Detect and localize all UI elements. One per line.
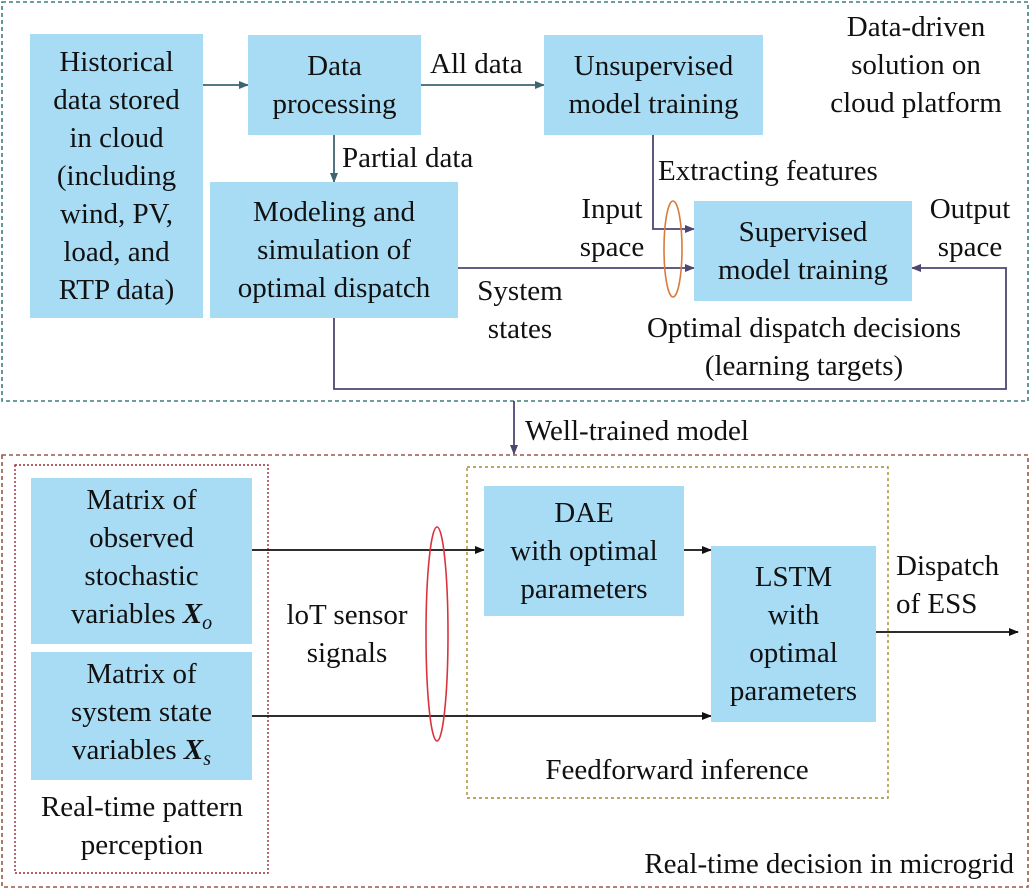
lstm-box: LSTM with optimal parameters — [711, 546, 876, 722]
supervised-training-box: Supervised model training — [694, 201, 912, 301]
extracting-features-label: Extracting features — [658, 155, 878, 187]
observed-variable-symbol: X — [182, 597, 203, 630]
observed-variables-text: Matrix of observed stochastic variables — [70, 483, 199, 630]
output-space-label: Output space — [929, 193, 1011, 263]
data-processing-box: Data processing — [248, 35, 421, 135]
state-variable-subscript: s — [203, 747, 212, 770]
input-space-ellipse — [663, 200, 683, 298]
iot-sensor-signals-label: loT sensor signals — [286, 599, 408, 669]
system-state-box: Matrix of system state variables Xs — [31, 652, 252, 780]
unsupervised-training-box: Unsupervised model training — [544, 35, 763, 135]
historical-data-box: Historical data stored in cloud (includi… — [30, 34, 203, 318]
dispatch-ess-label: Dispatch of ESS — [896, 550, 1000, 620]
all-data-label: All data — [430, 48, 523, 80]
arrow-decisions-to-supervised — [333, 264, 1007, 390]
arrow-features-to-supervised — [652, 135, 695, 233]
system-states-label: System states — [477, 275, 563, 345]
input-space-label: Input space — [579, 193, 645, 263]
state-variable-symbol: X — [183, 733, 204, 766]
microgrid-title: Real-time decision in microgrid — [644, 848, 1014, 880]
cloud-region-border — [1, 1, 1029, 402]
system-state-text: Matrix of system state variables — [71, 657, 212, 766]
microgrid-region-border — [1, 454, 1029, 888]
feedforward-inference-label: Feedforward inference — [545, 754, 809, 786]
perception-group-border — [14, 464, 269, 874]
iot-signals-ellipse — [425, 526, 449, 742]
inference-group-border — [466, 466, 889, 799]
partial-data-label: Partial data — [342, 142, 474, 174]
modeling-simulation-box: Modeling and simulation of optimal dispa… — [210, 182, 458, 318]
real-time-perception-label: Real-time pattern perception — [40, 791, 244, 861]
observed-variable-subscript: o — [202, 611, 213, 634]
observed-variables-box: Matrix of observed stochastic variables … — [31, 478, 252, 644]
dae-box: DAE with optimal parameters — [484, 486, 684, 616]
well-trained-model-label: Well-trained model — [525, 415, 749, 447]
dispatch-decisions-label: Optimal dispatch decisions (learning tar… — [646, 312, 962, 382]
cloud-platform-title: Data-driven solution on cloud platform — [830, 11, 1002, 119]
